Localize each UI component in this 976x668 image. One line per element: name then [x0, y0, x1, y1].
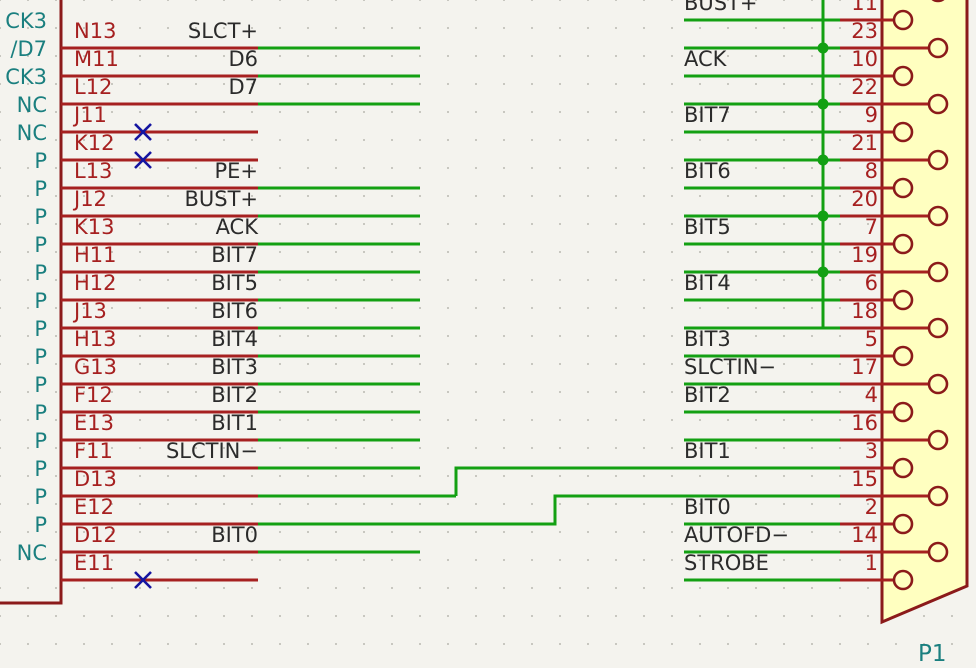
left-pin-type-label: NC: [16, 541, 47, 565]
left-pin-type-label: NC: [16, 121, 47, 145]
right-pin-number-label: 4: [864, 383, 878, 407]
right-pin-number-label: 9: [864, 103, 878, 127]
left-pin-type-label: /D7: [10, 37, 47, 61]
left-pin-type-label: P: [34, 261, 47, 285]
left-pin-type-label: NC: [16, 93, 47, 117]
left-net-name-label: BIT1: [211, 411, 258, 435]
left-pin-type-label: P: [34, 429, 47, 453]
left-pin-type-label: P: [34, 401, 47, 425]
right-net-name-label: BIT6: [684, 159, 731, 183]
left-pin-number-label: H12: [74, 271, 117, 295]
left-net-name-label: D7: [228, 75, 258, 99]
left-pin-number-label: K13: [74, 215, 115, 239]
right-pin-number-label: 11: [851, 0, 878, 15]
left-net-name-label: D6: [228, 47, 258, 71]
left-net-name-label: SLCT+: [187, 19, 258, 43]
left-pin-type-label: P: [34, 205, 47, 229]
left-pin-type-label: P: [34, 233, 47, 257]
right-pin-number-label: 15: [851, 467, 878, 491]
right-net-name-label: BIT5: [684, 215, 731, 239]
right-net-name-label: BIT1: [684, 439, 731, 463]
right-net-name-label: BUST+: [684, 0, 758, 15]
left-pin-number-label: D13: [74, 467, 117, 491]
left-pin-number-label: J12: [74, 187, 107, 211]
right-net-name-label: BIT3: [684, 327, 731, 351]
left-pin-number-label: E11: [74, 551, 114, 575]
left-net-name-label: ACK: [215, 215, 258, 239]
left-net-name-label: BIT5: [211, 271, 258, 295]
left-pin-number-label: J13: [74, 299, 107, 323]
right-pin-number-label: 17: [851, 355, 878, 379]
right-net-name-label: BIT2: [684, 383, 731, 407]
right-net-name-label: STROBE: [684, 551, 769, 575]
left-pin-type-label: P: [34, 513, 47, 537]
right-pin-number-label: 19: [851, 243, 878, 267]
left-pin-type-label: P: [34, 317, 47, 341]
right-net-name-label: AUTOFD−: [684, 523, 789, 547]
left-pin-number-label: E12: [74, 495, 114, 519]
left-pin-type-label: CK3: [5, 9, 47, 33]
left-net-name-label: BIT2: [211, 383, 258, 407]
right-net-name-label: BIT0: [684, 495, 731, 519]
left-pin-number-label: L13: [74, 159, 113, 183]
left-pin-type-label: P: [34, 457, 47, 481]
left-net-name-label: PE+: [214, 159, 258, 183]
left-pin-number-label: H13: [74, 327, 117, 351]
left-net-name-label: BIT7: [211, 243, 258, 267]
left-pin-number-label: F11: [74, 439, 113, 463]
connector-reference-designator[interactable]: P1: [918, 641, 947, 667]
left-net-name-label: BIT4: [211, 327, 258, 351]
left-pin-type-label: P: [34, 149, 47, 173]
left-pin-type-label: P: [34, 373, 47, 397]
left-pin-number-label: G13: [74, 355, 117, 379]
right-pin-number-label: 18: [851, 299, 878, 323]
left-pin-number-label: N13: [74, 19, 117, 43]
right-pin-number-label: 8: [864, 159, 878, 183]
left-pin-type-label: NC: [0, 0, 47, 2]
left-net-name-label: BIT6: [211, 299, 258, 323]
right-pin-number-label: 20: [851, 187, 878, 211]
right-pin-number-label: 7: [864, 215, 878, 239]
left-pin-type-label: P: [34, 289, 47, 313]
left-net-name-label: BIT0: [211, 523, 258, 547]
left-pin-number-label: K12: [74, 131, 115, 155]
left-net-name-label: BIT3: [211, 355, 258, 379]
left-pin-number-label: E13: [74, 411, 114, 435]
left-pin-type-label: P: [34, 177, 47, 201]
left-pin-type-label: CK3: [5, 65, 47, 89]
left-pin-type-label: P: [34, 345, 47, 369]
left-pin-number-label: F12: [74, 383, 113, 407]
right-net-name-label: ACK: [684, 47, 727, 71]
right-pin-number-label: 21: [851, 131, 878, 155]
left-pin-number-label: M11: [74, 47, 119, 71]
right-pin-number-label: 10: [851, 47, 878, 71]
left-pin-number-label: J11: [74, 103, 107, 127]
right-pin-number-label: 14: [851, 523, 878, 547]
right-pin-number-label: 3: [864, 439, 878, 463]
left-pin-number-label: D12: [74, 523, 117, 547]
left-pin-number-label: L12: [74, 75, 113, 99]
right-pin-number-label: 22: [851, 75, 878, 99]
right-pin-number-label: 2: [864, 495, 878, 519]
left-pin-number-label: H11: [74, 243, 117, 267]
left-net-name-label: BUST+: [184, 187, 258, 211]
right-pin-number-label: 1: [864, 551, 878, 575]
left-pin-type-label: P: [34, 485, 47, 509]
right-pin-number-label: 5: [864, 327, 878, 351]
right-net-name-label: SLCTIN−: [684, 355, 777, 379]
left-net-name-label: SLCTIN−: [165, 439, 258, 463]
right-pin-number-label: 6: [864, 271, 878, 295]
right-net-name-label: BIT4: [684, 271, 731, 295]
right-pin-number-label: 23: [851, 19, 878, 43]
right-net-name-label: BIT7: [684, 103, 731, 127]
right-pin-number-label: 16: [851, 411, 878, 435]
